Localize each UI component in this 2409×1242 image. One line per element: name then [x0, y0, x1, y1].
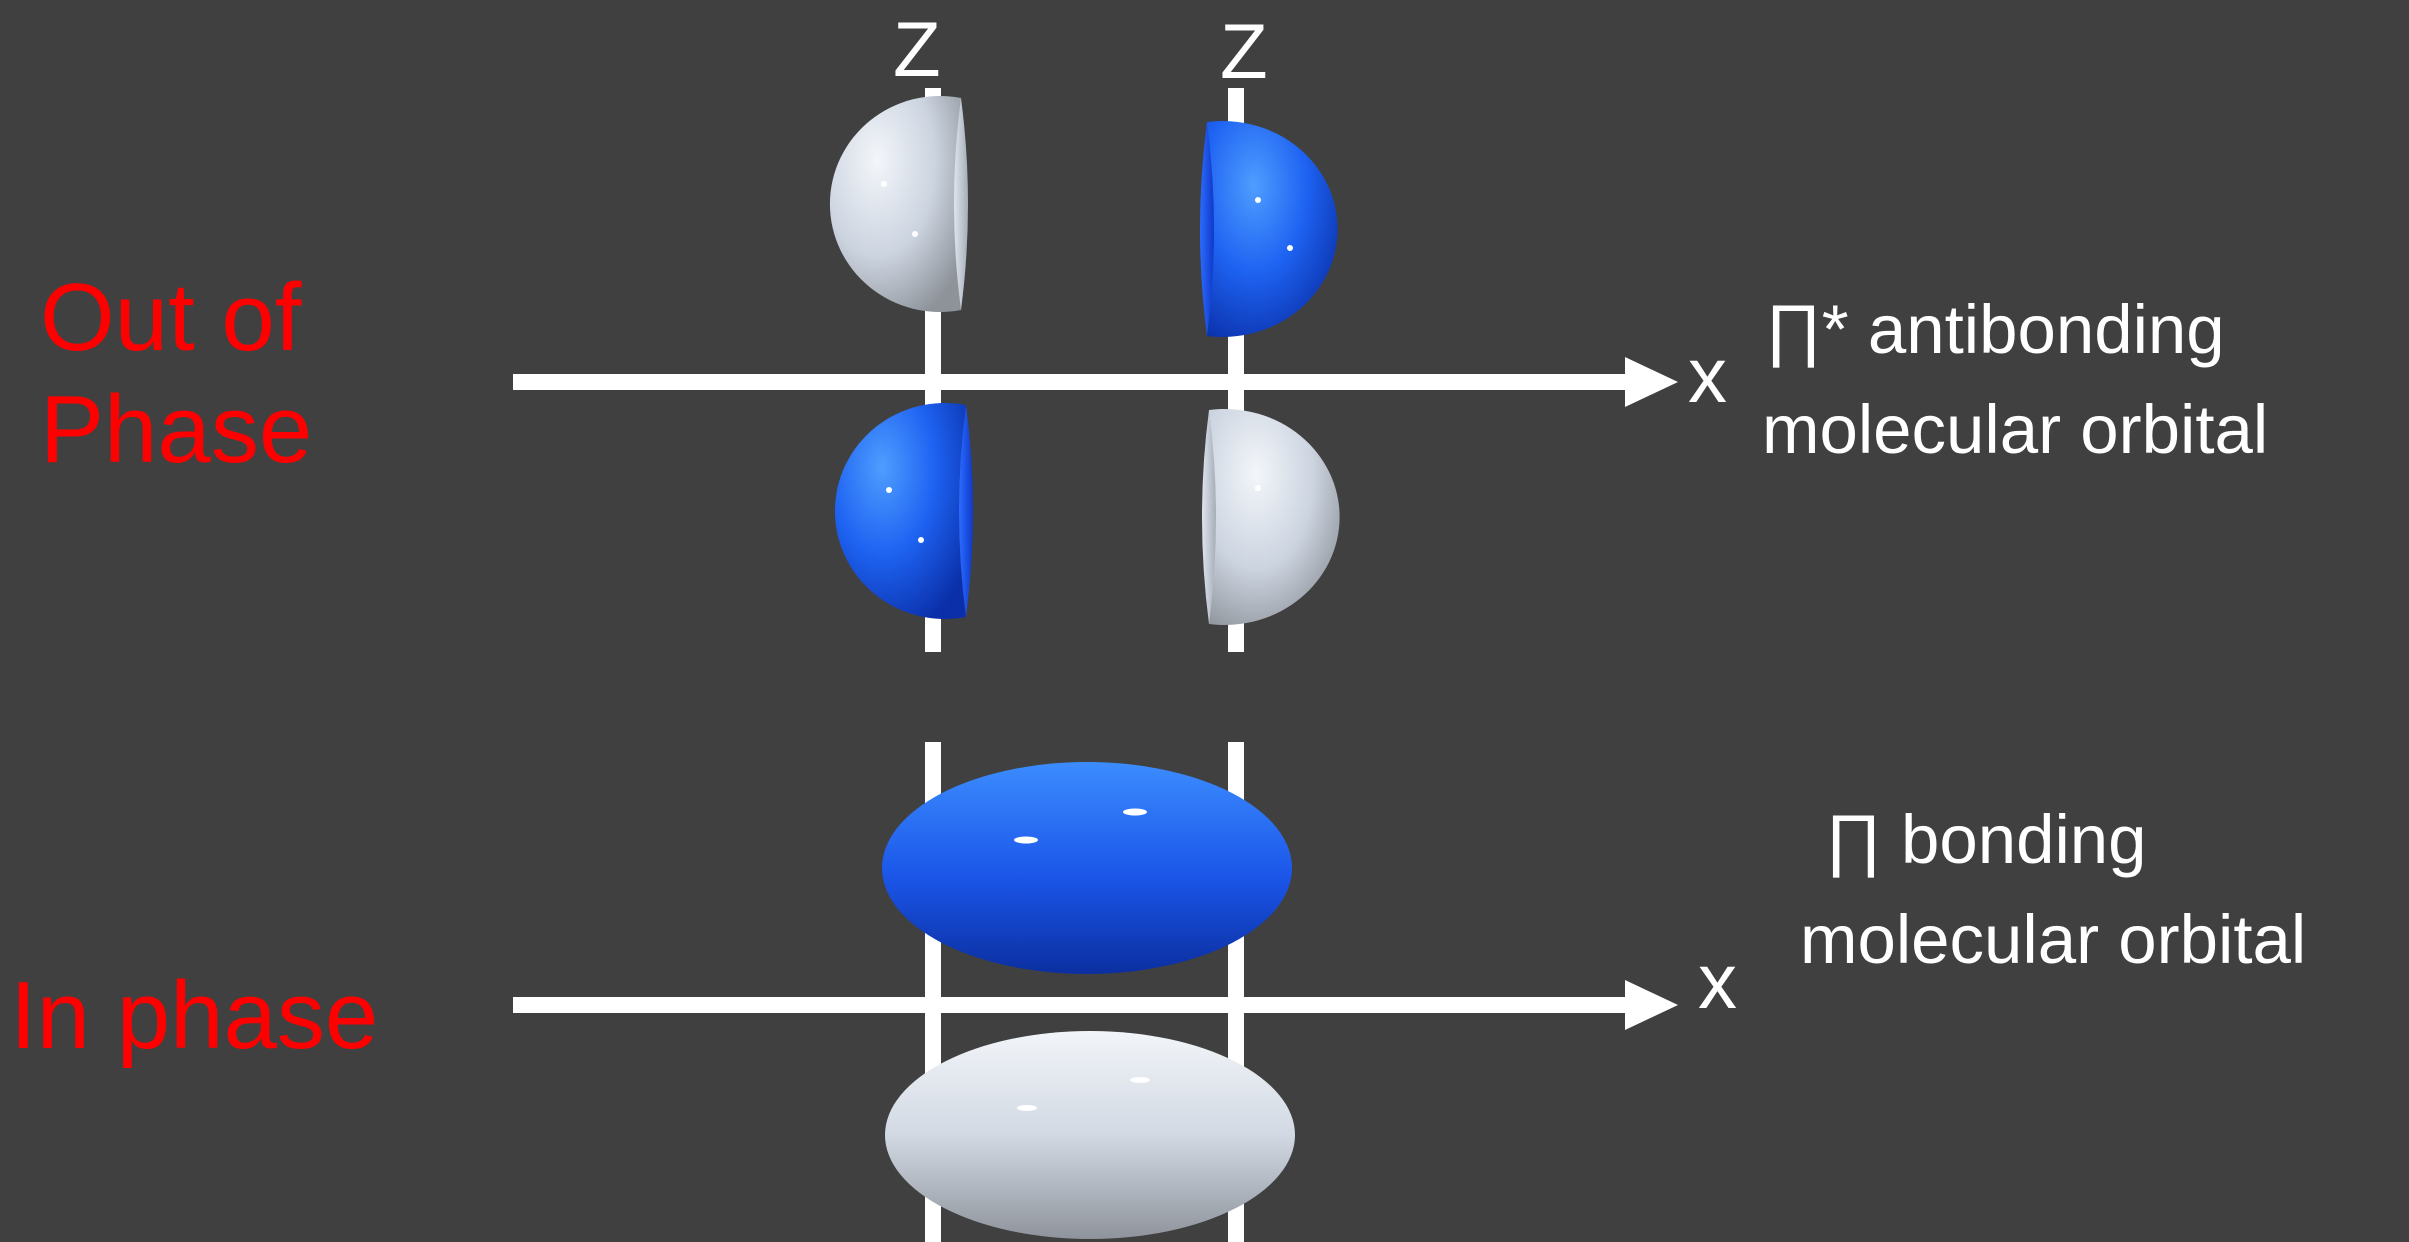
x-axis-bottom-arrowhead	[1625, 980, 1678, 1030]
x-axis-top-label: x	[1688, 331, 1727, 419]
left-upper-lobe-white	[829, 96, 968, 313]
bonding-lower-lobe-white	[885, 1031, 1295, 1239]
out-of-phase-label-line1: Out of	[40, 264, 302, 371]
z-axis-right-label: Z	[1220, 7, 1268, 95]
out-of-phase-label-line2: Phase	[40, 376, 313, 483]
right-lower-lobe-white	[1202, 409, 1340, 625]
antibonding-label-line1: ∏* antibonding	[1765, 291, 2225, 368]
bonding-label-line1: ∏ bonding	[1825, 801, 2147, 878]
z-axis-left-label: Z	[893, 5, 941, 93]
in-phase-label: In phase	[10, 962, 379, 1069]
right-upper-lobe-blue	[1200, 121, 1338, 338]
x-axis-bottom-label: x	[1698, 937, 1737, 1025]
antibonding-label-line2: molecular orbital	[1762, 391, 2269, 468]
bonding-upper-lobe-blue	[882, 762, 1292, 974]
bonding-label-line2: molecular orbital	[1800, 901, 2307, 978]
x-axis-top-arrowhead	[1625, 357, 1678, 407]
left-lower-lobe-blue	[834, 403, 973, 619]
